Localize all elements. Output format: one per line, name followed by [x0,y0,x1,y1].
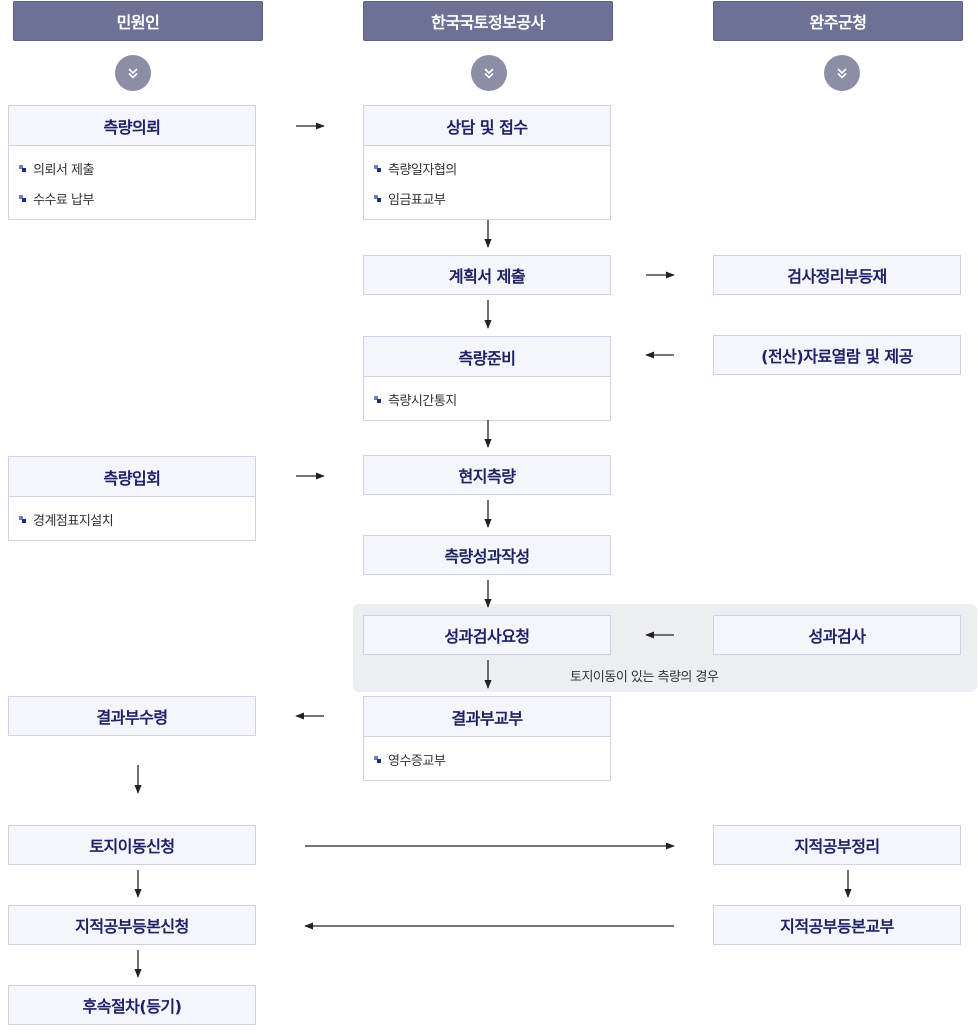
box-title: 측량준비 [364,337,610,376]
box-title: 지적공부등본신청 [9,906,255,944]
list-item: 의뢰서 제출 [19,153,255,183]
box-title: 측량입회 [9,457,255,496]
bullet-icon [374,194,381,202]
bullet-icon [374,395,381,403]
box-title: 지적공부정리 [714,826,960,864]
bullet-icon [19,164,26,172]
bullet-icon [374,164,381,172]
box-copy-issue: 지적공부등본교부 [713,905,961,945]
box-request: 측량의뢰 의뢰서 제출 수수료 납부 [8,105,256,220]
box-plan: 계획서 제출 [363,255,611,295]
bullet-icon [19,515,26,523]
header-civil: 민원인 [13,1,263,41]
box-consult: 상담 및 접수 측량일자협의 임금표교부 [363,105,611,220]
box-title: 검사정리부등재 [714,256,960,294]
box-title: 계획서 제출 [364,256,610,294]
box-title: 후속절차(등기) [9,986,255,1024]
box-result-make: 측량성과작성 [363,535,611,575]
land-move-note: 토지이동이 있는 측량의 경우 [570,670,719,685]
box-receive: 결과부수령 [8,696,256,736]
box-title: 토지이동신청 [9,826,255,864]
list-item: 영수증교부 [374,744,610,774]
box-follow: 후속절차(등기) [8,985,256,1025]
box-title: 측량성과작성 [364,536,610,574]
header-county: 완주군청 [713,1,963,41]
list-item: 수수료 납부 [19,183,255,213]
box-title: 측량의뢰 [9,106,255,145]
box-inspect-request: 성과검사요청 [363,615,611,655]
list-item: 경계점표지설치 [19,504,255,534]
box-inspect-register: 검사정리부등재 [713,255,961,295]
box-title: 현지측량 [364,456,610,494]
box-title: 성과검사요청 [364,616,610,654]
box-title: 상담 및 접수 [364,106,610,145]
box-title: 성과검사 [714,616,960,654]
box-title: 결과부교부 [364,697,610,736]
box-title: (전산)자료열람 및 제공 [714,336,960,374]
bullet-icon [19,194,26,202]
bullet-icon [374,755,381,763]
box-inspect: 성과검사 [713,615,961,655]
box-move-apply: 토지이동신청 [8,825,256,865]
box-title: 결과부수령 [9,697,255,735]
chevron-down-icon [824,55,860,91]
box-attend: 측량입회 경계점표지설치 [8,456,256,541]
box-cadastre-arrange: 지적공부정리 [713,825,961,865]
box-title: 지적공부등본교부 [714,906,960,944]
box-field: 현지측량 [363,455,611,495]
list-item: 측량시간통지 [374,384,610,414]
box-provide: (전산)자료열람 및 제공 [713,335,961,375]
list-item: 측량일자협의 [374,153,610,183]
box-prepare: 측량준비 측량시간통지 [363,336,611,421]
header-lx: 한국국토정보공사 [363,1,613,41]
box-copy-apply: 지적공부등본신청 [8,905,256,945]
box-deliver: 결과부교부 영수증교부 [363,696,611,781]
list-item: 임금표교부 [374,183,610,213]
chevron-down-icon [115,55,151,91]
chevron-down-icon [471,55,507,91]
